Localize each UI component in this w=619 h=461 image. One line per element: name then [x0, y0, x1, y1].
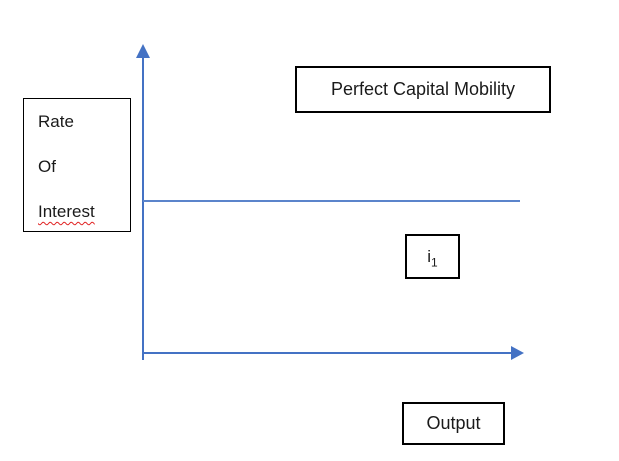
- y-axis-label-line-3: Interest: [38, 202, 95, 221]
- title-box: Perfect Capital Mobility: [295, 66, 551, 113]
- x-axis-arrowhead-icon: [511, 346, 524, 360]
- title-text: Perfect Capital Mobility: [330, 79, 516, 99]
- y-axis-label-box: Rate Of Interest: [23, 98, 131, 232]
- interest-rate-label-base: i: [427, 246, 432, 266]
- x-axis-label-box: Output: [402, 402, 505, 445]
- x-axis-line: [143, 352, 512, 354]
- interest-rate-label-box: i1: [405, 234, 460, 279]
- y-axis-label-line-1: Rate: [38, 112, 74, 131]
- y-axis-arrowhead-icon: [136, 44, 150, 58]
- interest-rate-label: i1: [427, 246, 438, 269]
- y-axis-line: [142, 56, 144, 360]
- y-axis-label-line-2: Of: [38, 157, 56, 176]
- x-axis-label-text: Output: [426, 413, 481, 433]
- interest-rate-label-subscript: 1: [431, 254, 438, 269]
- interest-rate-line: [143, 200, 520, 202]
